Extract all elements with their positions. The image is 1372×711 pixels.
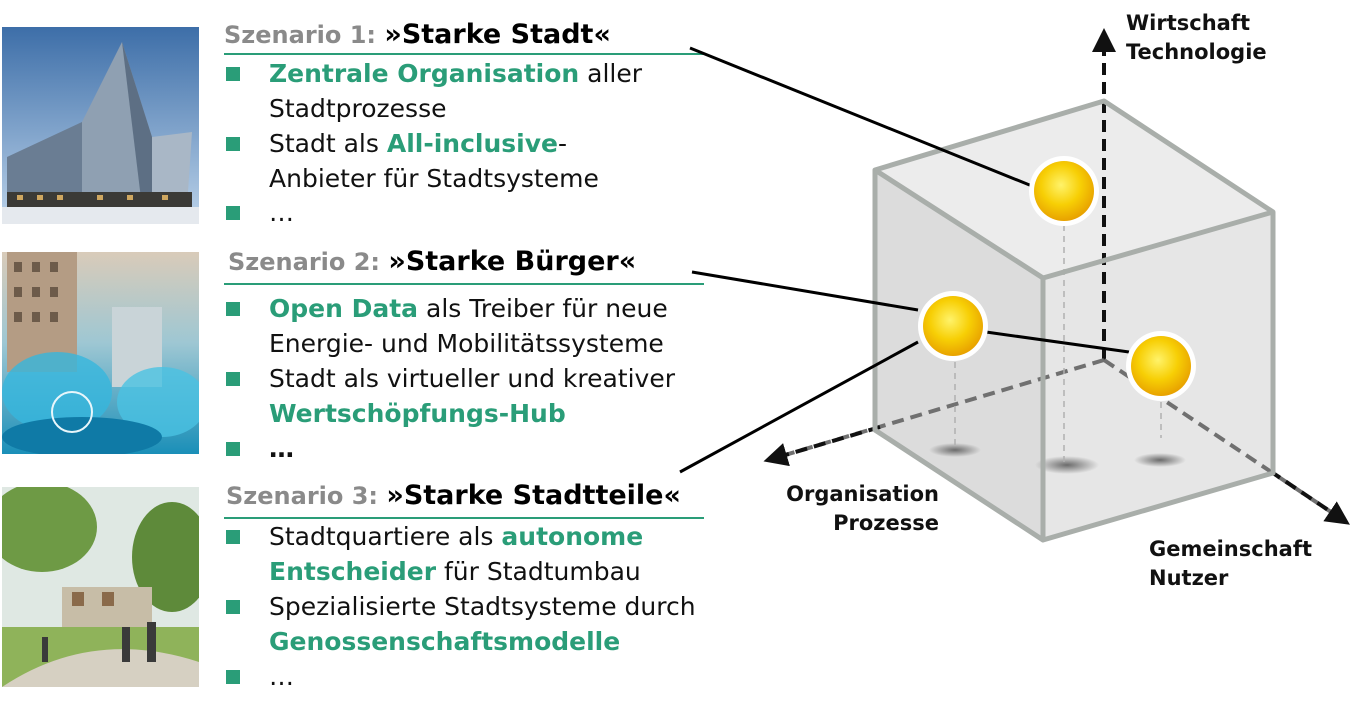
scenario-2-title: Szenario 2: »Starke Bürger«	[228, 247, 636, 277]
scenario-3-name: »Starke Stadtteile«	[386, 480, 681, 511]
scenario-3-rule	[224, 517, 704, 519]
scenario-1-bullet-1	[226, 67, 240, 81]
scenario-1-line-1: Zentrale Organisation aller	[269, 59, 643, 88]
cube-right-face	[1043, 212, 1273, 540]
connector-scenario-3	[679, 340, 919, 474]
scenario-1-rule	[224, 53, 704, 55]
scenario-2-rule	[224, 283, 704, 285]
scenario-3-marker	[1131, 336, 1191, 396]
connector-scenario-1	[689, 46, 1033, 188]
scenario-1-name: »Starke Stadt«	[384, 19, 611, 50]
axis-left	[774, 358, 1105, 460]
scenario-1-line-3: Stadt als All-inclusive-	[269, 129, 568, 158]
scenario-1-prefix: Szenario 1:	[224, 21, 385, 49]
scenario-3-line-3: Spezialisierte Stadtsysteme durch	[269, 592, 696, 621]
scenario-3-bullet-3	[226, 670, 240, 684]
scenario-1-bullet-3	[226, 206, 240, 220]
scenario-2-bullet-1	[226, 302, 240, 316]
axis-right	[1102, 358, 1342, 520]
scenario-3-bullet-2	[226, 600, 240, 614]
scenario-1-line-2: Stadtprozesse	[269, 94, 447, 123]
scenario-2-photo-digital-city	[2, 252, 199, 454]
scenario-1-line-4: Anbieter für Stadtsysteme	[269, 164, 599, 193]
scenario-2-line-5: …	[269, 434, 294, 463]
scenario-3-prefix: Szenario 3:	[226, 482, 387, 510]
scenario-1-line-5: …	[269, 198, 294, 227]
scenario-1-photo-modern-building	[2, 27, 199, 224]
scenario-3-bullet-1	[226, 530, 240, 544]
scenario-3-line-5: …	[269, 662, 294, 691]
scenario-2-line-2: Energie- und Mobilitätssysteme	[269, 329, 664, 358]
scenario-2-name: »Starke Bürger«	[388, 246, 637, 277]
scenario-2-line-4: Wertschöpfungs-Hub	[269, 399, 566, 428]
scenario-1-bullet-2	[226, 137, 240, 151]
scenario-1-title: Szenario 1: »Starke Stadt«	[224, 20, 611, 50]
cube-top-face	[875, 101, 1273, 278]
scenario-3-line-4: Genossenschaftsmodelle	[269, 627, 621, 656]
scenario-2-prefix: Szenario 2:	[228, 248, 389, 276]
scenario-2-bullet-2	[226, 372, 240, 386]
scenario-2-bullet-3	[226, 442, 240, 456]
scenario-2-line-1: Open Data als Treiber für neue	[269, 294, 668, 323]
scenario-3-line-2: Entscheider für Stadtumbau	[269, 557, 641, 586]
connector-scenario-2b	[985, 330, 1130, 354]
scenario-3-line-1: Stadtquartiere als autonome	[269, 522, 644, 551]
scenario-2-line-3: Stadt als virtueller und kreativer	[269, 364, 676, 393]
scenario-1-marker	[1034, 161, 1094, 221]
scenario-3-title: Szenario 3: »Starke Stadtteile«	[226, 481, 681, 511]
scenario-3-photo-green-neighborhood	[2, 487, 199, 687]
connector-scenario-2	[691, 270, 919, 312]
scenario-2-marker	[923, 296, 983, 356]
